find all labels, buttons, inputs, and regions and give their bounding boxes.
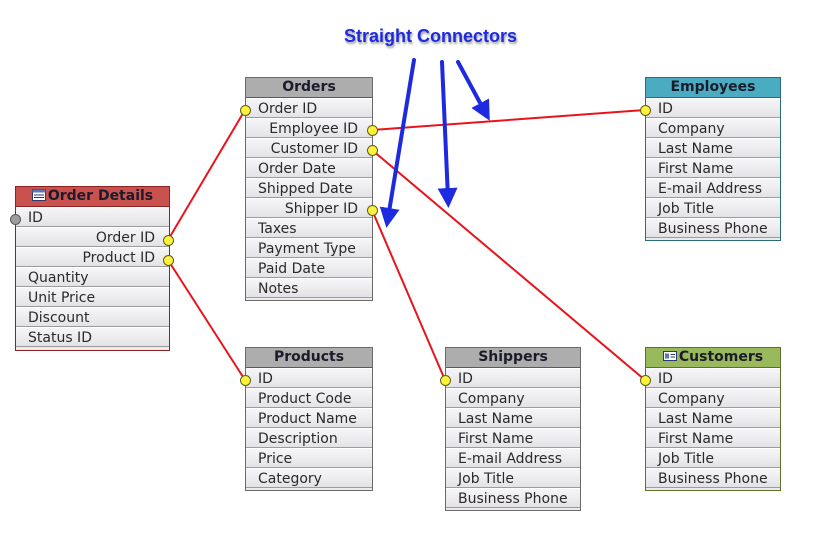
relationship-lines — [167, 109, 646, 381]
connection-pin[interactable] — [367, 145, 378, 156]
connector-orders-orderdetails — [167, 109, 246, 241]
field-row[interactable]: Job Title — [446, 468, 580, 488]
annotation-arrow-right — [456, 60, 490, 121]
connection-pin[interactable] — [240, 375, 251, 386]
field-row[interactable]: Taxes — [246, 218, 372, 238]
field-row[interactable]: Product Name — [246, 408, 372, 428]
connector-orders-employees — [371, 109, 646, 131]
connection-pin[interactable] — [163, 255, 174, 266]
field-row[interactable]: Order Date — [246, 158, 372, 178]
connection-pin[interactable] — [10, 214, 21, 225]
field-row[interactable]: ID — [646, 368, 780, 388]
field-row[interactable]: ID — [16, 207, 169, 227]
field-row[interactable]: Job Title — [646, 198, 780, 218]
field-row[interactable]: First Name — [446, 428, 580, 448]
field-row[interactable]: Unit Price — [16, 287, 169, 307]
field-row[interactable]: ID — [446, 368, 580, 388]
connection-pin[interactable] — [640, 375, 651, 386]
table-header-customers[interactable]: Customers — [646, 348, 780, 368]
field-row[interactable]: Employee ID — [246, 118, 372, 138]
field-row[interactable]: Business Phone — [446, 488, 580, 508]
table-title-order-details: Order Details — [47, 188, 154, 204]
connection-pin[interactable] — [440, 375, 451, 386]
annotation-label: Straight Connectors — [344, 26, 518, 46]
annotation-arrow-middle — [437, 60, 458, 208]
field-row[interactable]: Company — [646, 388, 780, 408]
field-row[interactable]: Payment Type — [246, 238, 372, 258]
field-row[interactable]: Order ID — [246, 98, 372, 118]
field-row[interactable]: Last Name — [446, 408, 580, 428]
field-row[interactable]: Category — [246, 468, 372, 488]
field-row[interactable]: Last Name — [646, 138, 780, 158]
table-products[interactable]: Products ID Product Code Product Name De… — [245, 347, 373, 491]
connector-orders-customers — [371, 149, 646, 381]
field-row[interactable]: Shipper ID — [246, 198, 372, 218]
connector-orderdetails-products — [167, 259, 246, 381]
field-row[interactable]: Last Name — [646, 408, 780, 428]
field-row[interactable]: Shipped Date — [246, 178, 372, 198]
table-order-details[interactable]: Order Details ID Order ID Product ID Qua… — [15, 186, 170, 351]
table-icon — [31, 189, 46, 201]
field-row[interactable]: Business Phone — [646, 218, 780, 238]
field-row[interactable]: Company — [446, 388, 580, 408]
field-row[interactable]: Customer ID — [246, 138, 372, 158]
field-row[interactable]: Status ID — [16, 327, 169, 347]
table-header-shippers[interactable]: Shippers — [446, 348, 580, 368]
connector-orders-shippers — [371, 209, 446, 381]
field-row[interactable]: Paid Date — [246, 258, 372, 278]
annotation-arrow-left — [379, 58, 416, 228]
table-shippers[interactable]: Shippers ID Company Last Name First Name… — [445, 347, 581, 511]
annotation-arrows — [379, 58, 490, 228]
field-row[interactable]: E-mail Address — [446, 448, 580, 468]
field-row[interactable]: Company — [646, 118, 780, 138]
field-row[interactable]: Price — [246, 448, 372, 468]
table-header-products[interactable]: Products — [246, 348, 372, 368]
field-row[interactable]: Notes — [246, 278, 372, 298]
connection-pin[interactable] — [640, 105, 651, 116]
table-customers[interactable]: Customers ID Company Last Name First Nam… — [645, 347, 781, 491]
field-row[interactable]: Business Phone — [646, 468, 780, 488]
field-row[interactable]: ID — [246, 368, 372, 388]
field-row[interactable]: E-mail Address — [646, 178, 780, 198]
connection-pin[interactable] — [240, 105, 251, 116]
field-row[interactable]: First Name — [646, 158, 780, 178]
table-header-orders[interactable]: Orders — [246, 78, 372, 98]
table-orders[interactable]: Orders Order ID Employee ID Customer ID … — [245, 77, 373, 301]
field-row[interactable]: Quantity — [16, 267, 169, 287]
table-title-customers: Customers — [678, 349, 764, 365]
table-header-employees[interactable]: Employees — [646, 78, 780, 98]
connection-pin[interactable] — [367, 205, 378, 216]
field-row[interactable]: Discount — [16, 307, 169, 327]
field-row[interactable]: ID — [646, 98, 780, 118]
table-header-order-details[interactable]: Order Details — [16, 187, 169, 207]
field-row[interactable]: Product Code — [246, 388, 372, 408]
connection-pin[interactable] — [163, 235, 174, 246]
contact-card-icon — [662, 351, 677, 361]
field-row[interactable]: Description — [246, 428, 372, 448]
field-row[interactable]: Order ID — [16, 227, 169, 247]
field-row[interactable]: Product ID — [16, 247, 169, 267]
field-row[interactable]: First Name — [646, 428, 780, 448]
field-row[interactable]: Job Title — [646, 448, 780, 468]
connection-pin[interactable] — [367, 125, 378, 136]
table-employees[interactable]: Employees ID Company Last Name First Nam… — [645, 77, 781, 241]
